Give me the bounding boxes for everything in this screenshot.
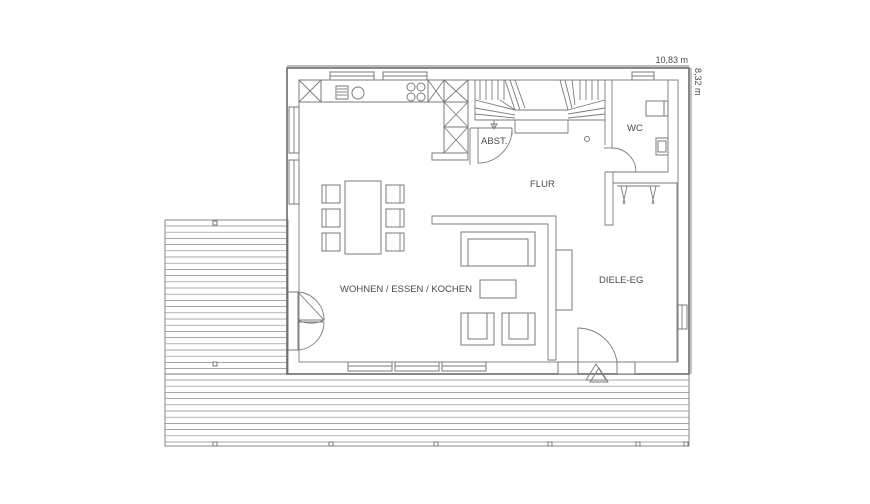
storage-room (469, 127, 513, 165)
kitchen-sink (335, 85, 365, 100)
room-label-wohnen: WOHNEN / ESSEN / KOCHEN (340, 284, 472, 295)
deck-boards-left (165, 225, 287, 369)
room-labels: WOHNEN / ESSEN / KOCHEN FLUR DIELE-EG WC… (340, 123, 643, 295)
stair-tread (567, 113, 606, 119)
stair-tread (509, 79, 521, 111)
stair-tread (559, 79, 569, 111)
terrace-deck (164, 219, 690, 447)
room-label-diele: DIELE-EG (599, 275, 643, 286)
living-area (431, 215, 557, 361)
stair-tread (499, 99, 516, 111)
wardrobe (555, 171, 678, 362)
window-right (677, 304, 688, 330)
stair-tread (571, 79, 576, 106)
stair-tread (504, 79, 516, 111)
windows-top (329, 71, 655, 81)
kitchen-counter (298, 79, 469, 161)
kitchen-hob (406, 82, 426, 102)
room-label-abst: ABST. (481, 136, 507, 147)
stair-tread (567, 99, 606, 111)
staircase (474, 79, 606, 145)
dimension-lines: 10,83 m 8,32 m (287, 55, 703, 374)
stair-tread (474, 99, 516, 111)
stair-tread (567, 107, 606, 115)
stair-tread (564, 79, 573, 109)
entrance-door (557, 327, 636, 383)
stair-tread (474, 113, 516, 119)
wc-room (604, 80, 669, 173)
windows-bottom (347, 361, 487, 372)
dining-table (321, 180, 405, 255)
room-label-flur: FLUR (530, 179, 555, 190)
depth-dimension-label: 8,32 m (693, 68, 703, 96)
deck-boards-bottom (165, 379, 689, 443)
terrace-double-door (287, 290, 325, 351)
room-label-wc: WC (627, 123, 643, 134)
stair-tread (514, 79, 526, 109)
width-dimension-label: 10,83 m (655, 55, 688, 65)
windows-left (288, 106, 300, 205)
stair-tread (474, 107, 516, 116)
